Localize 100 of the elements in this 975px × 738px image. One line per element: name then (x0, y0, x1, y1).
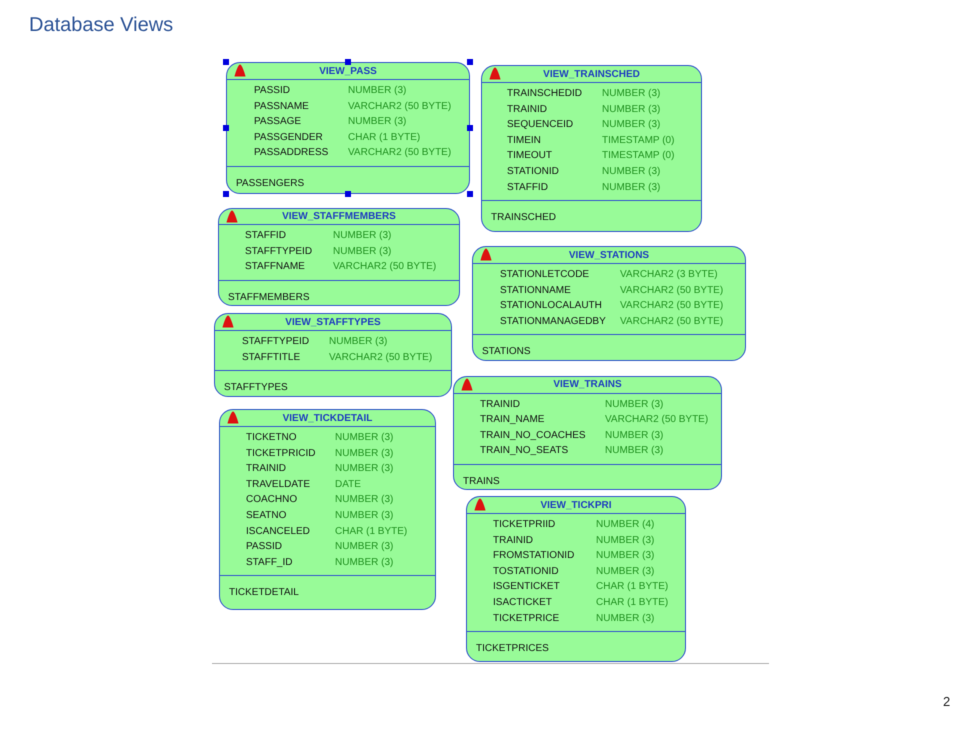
data-type: NUMBER (3) (335, 448, 394, 459)
column-name: PASSAGE (254, 116, 302, 128)
column-name: PASSID (254, 85, 290, 96)
data-type: NUMBER (3) (605, 398, 664, 410)
view-card (219, 409, 436, 610)
column-name: COACHNO (246, 494, 298, 506)
view-card (472, 246, 746, 361)
column-name: TRAIN_NO_SEATS (480, 445, 568, 456)
column-name: TICKETPRICE (493, 612, 560, 624)
data-type: VARCHAR2 (50 BYTE) (329, 352, 432, 363)
data-type: NUMBER (3) (335, 463, 394, 474)
data-type: NUMBER (3) (348, 116, 406, 128)
view-name: VIEW_STATIONS (568, 250, 650, 260)
column-name: TRAINID (480, 398, 520, 410)
data-type: VARCHAR2 (50 BYTE) (333, 261, 436, 272)
column-name: TOSTATIONID (493, 566, 559, 577)
column-name: FROMSTATIONID (493, 550, 574, 562)
column-name: ISGENTICKET (493, 581, 560, 592)
data-type: VARCHAR2 (50 BYTE) (620, 316, 724, 327)
column-name: TRAINID (493, 534, 533, 546)
view-name: VIEW_STAFFTYPES (285, 316, 381, 328)
column-name: STAFFID (507, 182, 548, 193)
view-name: VIEW_TICKPRI (540, 500, 612, 510)
data-type: TIMESTAMP (0) (602, 134, 674, 146)
column-name: STAFFID (245, 230, 286, 242)
data-type: CHAR (1 BYTE) (596, 581, 668, 592)
data-type: NUMBER (3) (596, 550, 654, 562)
data-type: CHAR (1 BYTE) (348, 132, 420, 143)
view-name: VIEW_TICKDETAIL (282, 412, 372, 424)
column-name: STATIONLOCALAUTH (500, 300, 602, 312)
data-type: NUMBER (3) (596, 612, 654, 624)
data-type: NUMBER (3) (335, 541, 394, 552)
data-type: NUMBER (3) (335, 556, 394, 568)
table-name: TICKETPRICES (476, 643, 549, 654)
table-name: TICKETDETAIL (229, 587, 299, 598)
data-type: NUMBER (3) (602, 119, 660, 130)
table-name: STATIONS (482, 346, 531, 358)
data-type: TIMESTAMP (0) (602, 150, 674, 162)
view-card (218, 208, 460, 306)
column-name: TRAIN_NO_COACHES (480, 430, 586, 441)
column-name: STATIONNAME (500, 284, 571, 296)
view-name: VIEW_TRAINS (553, 379, 622, 390)
data-type: VARCHAR2 (50 BYTE) (348, 100, 452, 112)
data-type: NUMBER (3) (602, 166, 660, 177)
data-type: NUMBER (3) (333, 246, 392, 257)
data-type: CHAR (1 BYTE) (596, 596, 668, 608)
column-name: TICKETPRIID (493, 519, 556, 530)
data-type: NUMBER (3) (335, 510, 394, 521)
data-type: NUMBER (3) (605, 430, 664, 441)
table-name: TRAINS (463, 476, 500, 487)
view-card (214, 313, 452, 397)
column-name: TRAINID (246, 463, 286, 474)
column-name: STATIONMANAGEDBY (500, 316, 606, 327)
column-name: PASSADDRESS (254, 147, 328, 158)
page-number: 2 (943, 694, 950, 709)
column-name: STATIONID (507, 166, 559, 177)
data-type: NUMBER (3) (329, 336, 388, 347)
table-name: STAFFMEMBERS (228, 292, 310, 303)
data-type: VARCHAR2 (50 BYTE) (348, 147, 452, 158)
data-type: CHAR (1 BYTE) (335, 526, 408, 537)
table-name: STAFFTYPES (224, 382, 288, 394)
column-name: ISCANCELED (246, 526, 310, 537)
column-name: STAFFTITLE (242, 352, 300, 363)
column-name: STAFFTYPEID (242, 336, 310, 347)
column-name: TRAVELDATE (246, 478, 310, 490)
view-card (453, 376, 722, 490)
column-name: TICKETPRICID (246, 448, 316, 459)
column-name: SEATNO (246, 510, 286, 521)
data-type: NUMBER (3) (602, 88, 660, 99)
view-name: VIEW_PASS (319, 66, 377, 76)
table-name: TRAINSCHED (491, 212, 556, 224)
data-type: NUMBER (4) (596, 519, 654, 530)
column-name: TICKETNO (246, 432, 297, 443)
data-type: DATE (335, 478, 361, 490)
data-type: NUMBER (3) (596, 566, 654, 577)
data-type: NUMBER (3) (596, 534, 654, 546)
table-name: PASSENGERS (236, 178, 304, 189)
view-name: VIEW_STAFFMEMBERS (282, 211, 396, 222)
view-name: VIEW_TRAINSCHED (543, 68, 640, 80)
column-name: TIMEOUT (507, 150, 552, 162)
data-type: VARCHAR2 (50 BYTE) (605, 414, 708, 426)
data-type: VARCHAR2 (3 BYTE) (620, 269, 718, 280)
column-name: SEQUENCEID (507, 119, 574, 130)
column-name: PASSID (246, 541, 282, 552)
column-name: TRAINSCHEDID (507, 88, 582, 99)
column-name: TIMEIN (507, 134, 541, 146)
column-name: STATIONLETCODE (500, 269, 590, 280)
column-name: TRAINID (507, 104, 547, 115)
data-type: NUMBER (3) (335, 432, 394, 443)
column-name: STAFF_ID (246, 556, 292, 568)
column-name: ISACTICKET (493, 596, 552, 608)
column-name: STAFFTYPEID (245, 246, 312, 257)
data-type: NUMBER (3) (602, 104, 660, 115)
data-type: NUMBER (3) (602, 182, 660, 193)
data-type: VARCHAR2 (50 BYTE) (620, 300, 724, 312)
data-type: NUMBER (3) (348, 85, 406, 96)
column-name: TRAIN_NAME (480, 414, 544, 426)
column-name: PASSGENDER (254, 132, 323, 143)
view-card (466, 496, 686, 662)
column-name: PASSNAME (254, 100, 309, 112)
